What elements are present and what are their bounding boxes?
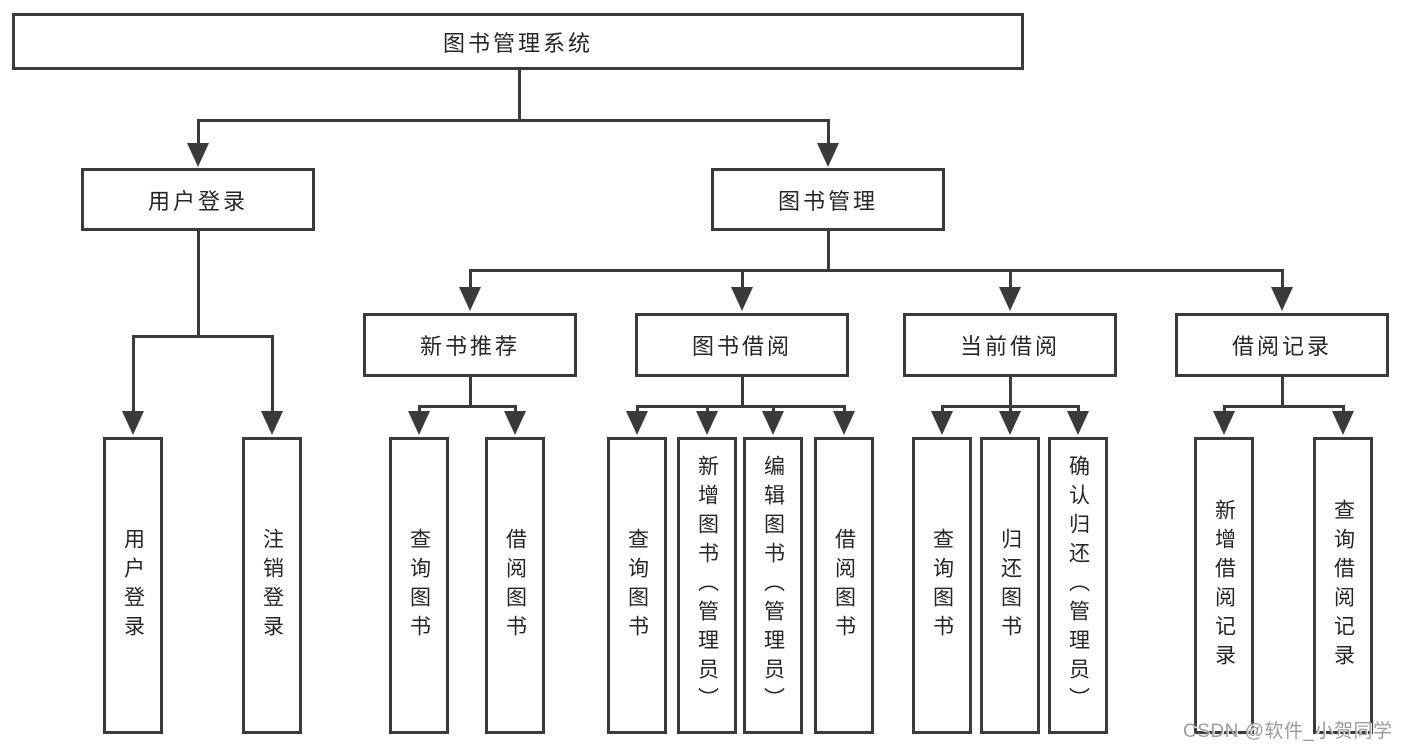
arrowhead-return-book	[999, 411, 1021, 435]
connector-drop-query-1	[418, 405, 421, 415]
node-borrow-records: 借阅记录	[1175, 313, 1389, 377]
leaf-logout: 注销登录	[242, 437, 302, 734]
connector-drop-query-record	[1342, 405, 1345, 415]
leaf-query-borrow-record-label: 查询借阅记录	[1331, 498, 1355, 673]
arrowhead-leaf-logout	[261, 411, 283, 435]
arrowhead-borrowbooks-1	[504, 411, 526, 435]
node-new-books: 新书推荐	[363, 313, 577, 377]
arrowhead-add-book	[696, 411, 718, 435]
arrowhead-new-books	[459, 287, 481, 311]
connector-drop-current-borrow	[1009, 269, 1012, 291]
leaf-query-books-3: 查询图书	[912, 437, 972, 734]
node-book-borrow: 图书借阅	[635, 313, 849, 377]
arrowhead-user-login	[187, 143, 209, 167]
node-user-login: 用户登录	[81, 168, 315, 231]
leaf-add-borrow-record: 新增借阅记录	[1194, 437, 1254, 734]
node-root: 图书管理系统	[12, 13, 1024, 70]
leaf-logout-label: 注销登录	[260, 527, 284, 644]
leaf-edit-book-admin-label: 编辑图书（管理员）	[761, 455, 785, 716]
connector-drop-book-borrow	[741, 269, 744, 291]
arrowhead-query-1	[408, 411, 430, 435]
connector-drop-leaf-user-login	[132, 335, 135, 413]
leaf-query-books-2-label: 查询图书	[625, 527, 649, 644]
leaf-borrow-books-2-label: 借阅图书	[832, 527, 856, 644]
node-current-borrow: 当前借阅	[903, 313, 1117, 377]
connector-drop-book-mgmt	[827, 119, 830, 147]
arrowhead-query-record	[1332, 411, 1354, 435]
leaf-query-books-3-label: 查询图书	[930, 527, 954, 644]
connector-bookmgmt-stem	[827, 229, 830, 272]
arrowhead-query-3	[931, 411, 953, 435]
leaf-query-books-1: 查询图书	[389, 437, 449, 734]
connector-currentborrow-stem	[1009, 375, 1012, 407]
arrowhead-edit-book	[762, 411, 784, 435]
connector-login-stem	[197, 229, 200, 337]
leaf-query-books-1-label: 查询图书	[407, 527, 431, 644]
connector-drop-leaf-logout	[271, 335, 274, 413]
leaf-user-login: 用户登录	[103, 437, 163, 734]
connector-drop-edit-book	[772, 405, 775, 415]
connector-root-stem	[518, 68, 521, 121]
connector-drop-add-record	[1223, 405, 1226, 415]
arrowhead-leaf-user-login	[122, 411, 144, 435]
connector-drop-user-login	[197, 119, 200, 147]
arrowhead-book-borrow	[731, 287, 753, 311]
connector-login-rail	[132, 335, 274, 338]
leaf-return-book-label: 归还图书	[998, 527, 1022, 644]
leaf-borrow-books-2: 借阅图书	[814, 437, 874, 734]
leaf-confirm-return-admin-label: 确认归还（管理员）	[1066, 455, 1090, 716]
connector-drop-new-books	[469, 269, 472, 291]
leaf-borrow-books-1: 借阅图书	[485, 437, 545, 734]
arrowhead-query-2	[626, 411, 648, 435]
connector-newbooks-rail	[418, 405, 517, 408]
leaf-add-borrow-record-label: 新增借阅记录	[1212, 498, 1236, 673]
arrowhead-borrow-records	[1271, 287, 1293, 311]
connector-root-rail	[197, 119, 830, 122]
connector-level3-rail	[469, 269, 1283, 272]
leaf-add-book-admin-label: 新增图书（管理员）	[695, 455, 719, 716]
leaf-add-book-admin: 新增图书（管理员）	[677, 437, 737, 734]
leaf-query-books-2: 查询图书	[607, 437, 667, 734]
arrowhead-confirm-return	[1067, 411, 1089, 435]
connector-drop-borrow-records	[1281, 269, 1284, 291]
leaf-user-login-label: 用户登录	[121, 527, 145, 644]
leaf-query-borrow-record: 查询借阅记录	[1313, 437, 1373, 734]
connector-newbooks-stem	[469, 375, 472, 407]
connector-records-rail	[1223, 405, 1345, 408]
node-book-mgmt: 图书管理	[711, 168, 945, 231]
arrowhead-borrowbooks-2	[833, 411, 855, 435]
leaf-confirm-return-admin: 确认归还（管理员）	[1048, 437, 1108, 734]
leaf-return-book: 归还图书	[980, 437, 1040, 734]
connector-drop-return-book	[1009, 405, 1012, 415]
connector-drop-add-book	[706, 405, 709, 415]
connector-records-stem	[1281, 375, 1284, 407]
arrowhead-book-mgmt	[817, 143, 839, 167]
arrowhead-add-record	[1213, 411, 1235, 435]
arrowhead-current-borrow	[999, 287, 1021, 311]
connector-bookborrow-rail	[636, 405, 846, 408]
leaf-edit-book-admin: 编辑图书（管理员）	[743, 437, 803, 734]
connector-drop-query-3	[941, 405, 944, 415]
leaf-borrow-books-1-label: 借阅图书	[503, 527, 527, 644]
csdn-watermark: CSDN @软件_小贺同学	[1183, 721, 1393, 742]
connector-drop-borrowbooks-1	[514, 405, 517, 415]
connector-drop-query-2	[636, 405, 639, 415]
connector-drop-confirm-return	[1077, 405, 1080, 415]
connector-bookborrow-stem	[741, 375, 744, 407]
connector-drop-borrowbooks-2	[843, 405, 846, 415]
